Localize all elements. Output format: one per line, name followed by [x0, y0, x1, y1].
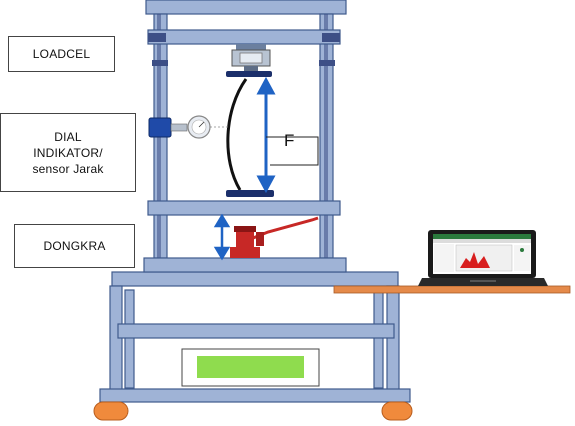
- display-screen: [197, 356, 304, 378]
- specimen: [226, 78, 248, 191]
- load-cell-icon: [226, 44, 272, 77]
- dongkra-label: DONGKRA: [43, 239, 106, 253]
- hydraulic-jack-icon: [230, 216, 319, 258]
- jack-travel-arrow: [213, 213, 231, 261]
- lower-crosshead: [147, 200, 341, 216]
- upper-crosshead: [147, 29, 341, 45]
- loadcel-label: LOADCEL: [32, 47, 91, 61]
- loadcel-label-box: LOADCEL: [8, 36, 115, 72]
- lower-platen: [226, 190, 274, 197]
- wheel-left: [93, 401, 129, 421]
- cart-frame: [99, 271, 411, 403]
- dial-indicator-label-box: DIAL INDIKATOR/ sensor Jarak: [0, 113, 136, 192]
- press-base-plate: [143, 257, 347, 273]
- side-table: [333, 285, 571, 294]
- wheel-right: [381, 401, 413, 421]
- dial-label-line1: DIAL: [54, 129, 82, 144]
- dial-gauge-icon: [148, 115, 230, 139]
- force-arrow: [256, 76, 276, 194]
- laptop-icon: [418, 230, 548, 286]
- dial-label-line2: INDIKATOR/: [33, 145, 103, 160]
- dial-label-line3: sensor Jarak: [32, 161, 104, 176]
- force-leader-line: [266, 136, 319, 166]
- force-label: F: [284, 131, 295, 150]
- dongkra-label-box: DONGKRA: [14, 224, 135, 268]
